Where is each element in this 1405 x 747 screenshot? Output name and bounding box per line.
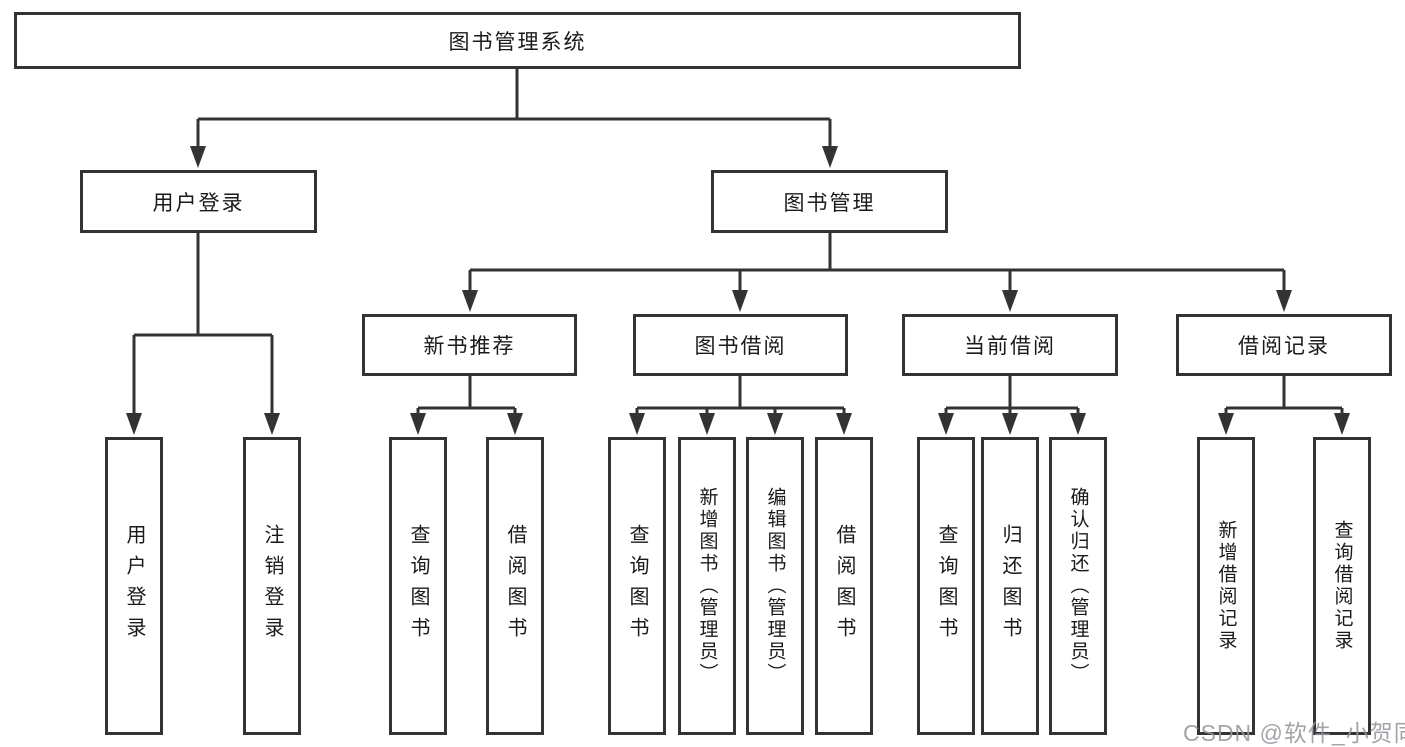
node-label: 借阅图书 [504, 524, 526, 648]
node-label: 借阅图书 [833, 524, 855, 648]
arrowhead-icons [126, 146, 1350, 435]
node-leaf-query-books: 查询图书 [608, 437, 666, 735]
node-label: 查询借阅记录 [1331, 520, 1353, 652]
node-leaf-query-books: 查询图书 [917, 437, 975, 735]
node-user-login: 用户登录 [80, 170, 317, 233]
node-leaf-add-borrow-record: 新增借阅记录 [1197, 437, 1255, 735]
node-label: 用户登录 [152, 191, 245, 215]
node-label: 图书管理系统 [448, 30, 587, 54]
node-label: 新增借阅记录 [1215, 520, 1237, 652]
node-root-library-system: 图书管理系统 [14, 12, 1021, 69]
node-label: 新增图书（管理员） [696, 487, 718, 685]
node-leaf-user-login: 用户登录 [105, 437, 163, 735]
node-label: 新书推荐 [423, 335, 516, 358]
node-label: 用户登录 [123, 524, 145, 648]
csdn-watermark: CSDN @软件_小贺同学 [1183, 720, 1405, 746]
node-label: 归还图书 [999, 524, 1021, 648]
node-label: 当前借阅 [964, 335, 1056, 358]
node-leaf-borrow-books: 借阅图书 [815, 437, 873, 735]
node-label: 注销登录 [261, 524, 283, 648]
node-current-borrow: 当前借阅 [902, 314, 1118, 376]
node-label: 查询图书 [626, 524, 648, 648]
node-new-book-recommend: 新书推荐 [362, 314, 577, 376]
node-label: 查询图书 [935, 524, 957, 648]
node-label: 查询图书 [407, 524, 429, 648]
node-label: 图书借阅 [694, 335, 787, 358]
node-book-management: 图书管理 [711, 170, 948, 233]
node-leaf-confirm-return-admin: 确认归还（管理员） [1049, 437, 1107, 735]
node-label: 确认归还（管理员） [1067, 487, 1089, 685]
node-label: 图书管理 [783, 191, 876, 215]
node-leaf-query-books: 查询图书 [389, 437, 447, 735]
node-leaf-borrow-books: 借阅图书 [486, 437, 544, 735]
node-leaf-edit-books-admin: 编辑图书（管理员） [746, 437, 804, 735]
node-leaf-add-books-admin: 新增图书（管理员） [678, 437, 736, 735]
node-borrow-records: 借阅记录 [1176, 314, 1392, 376]
node-leaf-query-borrow-record: 查询借阅记录 [1313, 437, 1371, 735]
node-leaf-logout: 注销登录 [243, 437, 301, 735]
node-book-borrow: 图书借阅 [633, 314, 848, 376]
node-label: 编辑图书（管理员） [764, 487, 786, 685]
node-label: 借阅记录 [1238, 335, 1330, 358]
node-leaf-return-books: 归还图书 [981, 437, 1039, 735]
